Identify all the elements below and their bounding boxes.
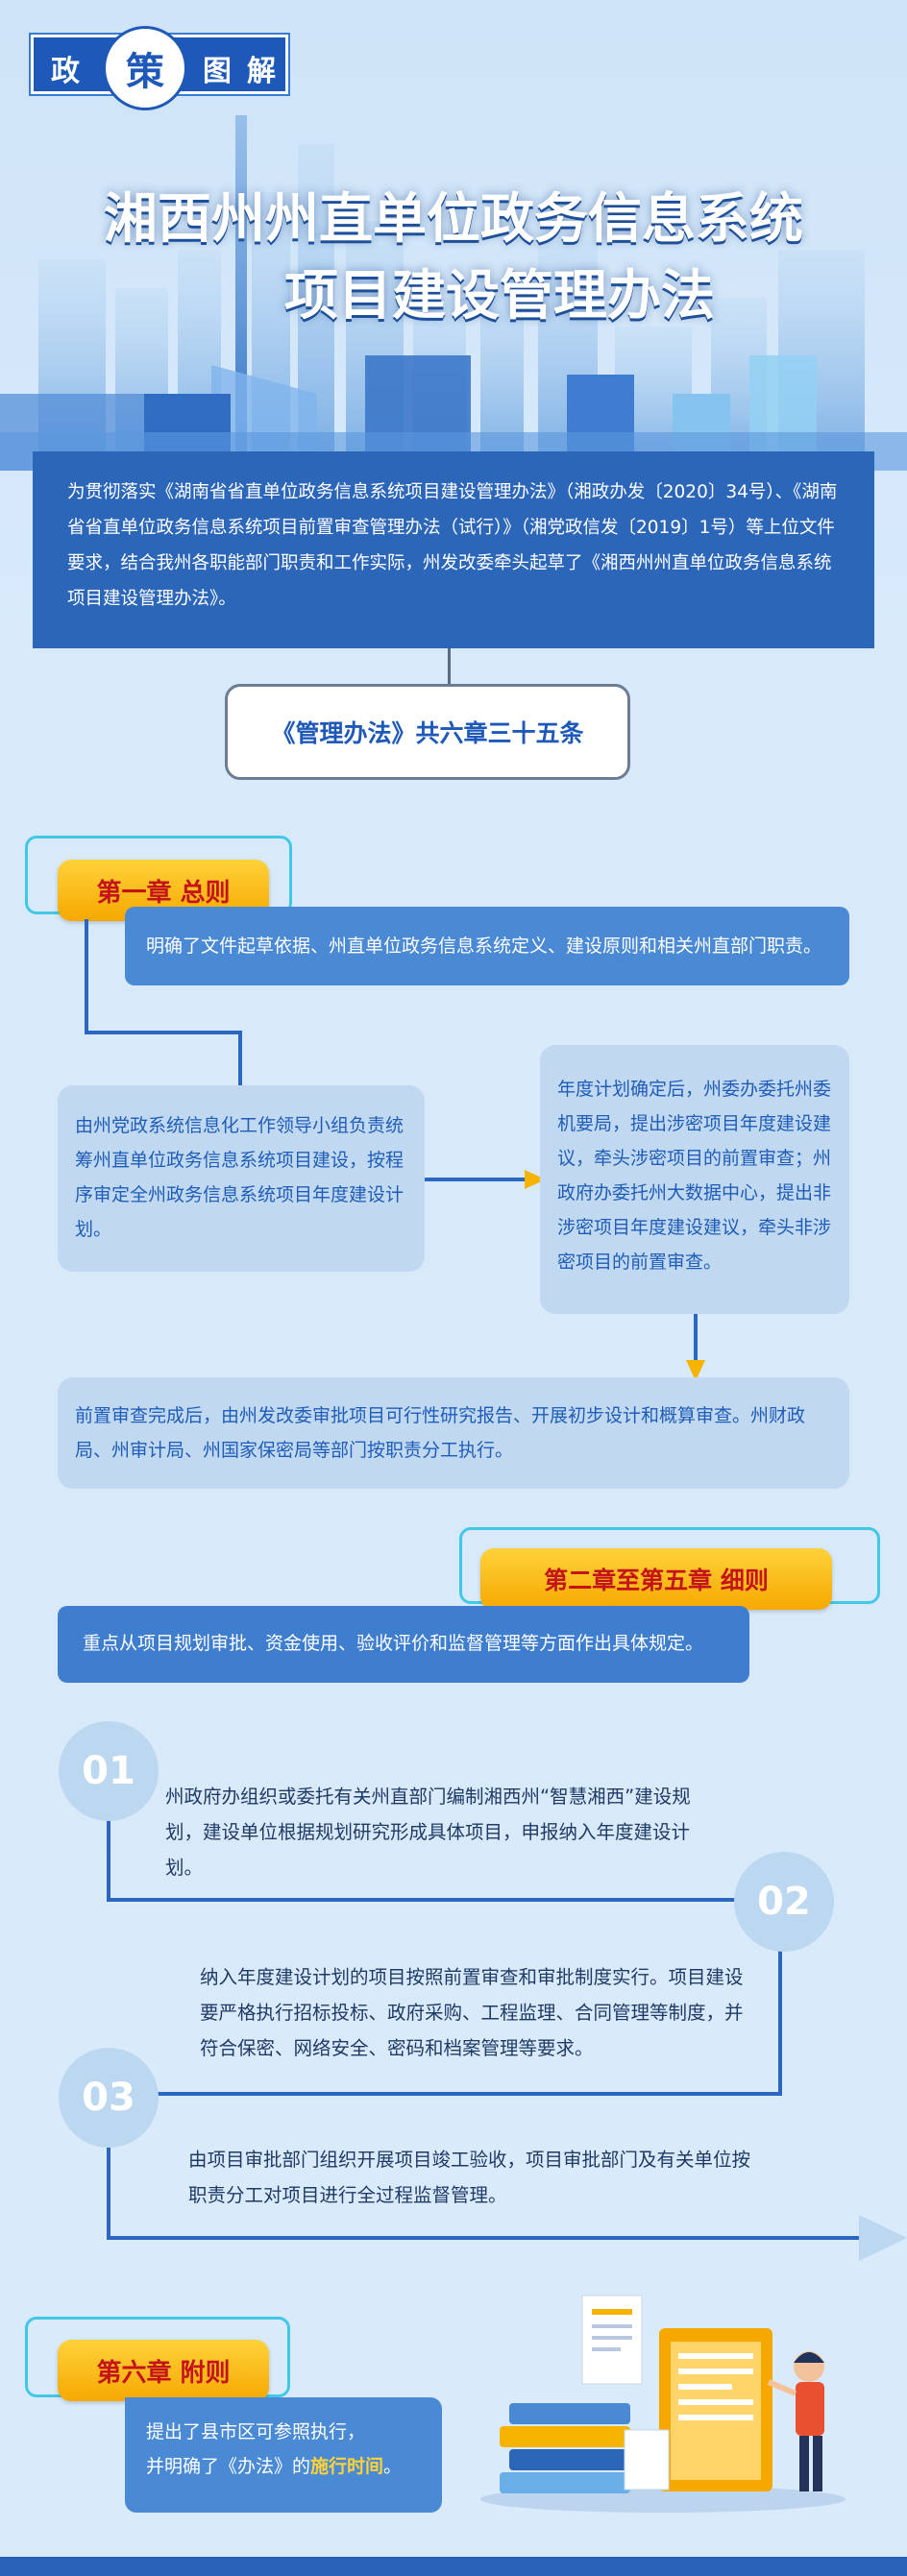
- footer-bar: [0, 2557, 907, 2576]
- step-01-circle: 01: [59, 1721, 159, 1821]
- chapter2-summary-bar: 重点从项目规划审批、资金使用、验收评价和监督管理等方面作出具体规定。: [58, 1606, 749, 1683]
- chapter1-connector-vertical: [85, 919, 88, 1034]
- policy-badge: 政 策 图 解: [31, 26, 288, 110]
- chapter6-line-2-post: 。: [383, 2456, 403, 2477]
- chapter2-label: 第二章至第五章 细则: [480, 1548, 832, 1610]
- chapter1-summary-bar: 明确了文件起草依据、州直单位政务信息系统定义、建设原则和相关州直部门职责。: [125, 907, 849, 985]
- process-path-lines: [107, 1771, 907, 2261]
- chapter1-connector-down: [238, 1031, 242, 1086]
- step-03-circle: 03: [59, 2048, 159, 2148]
- step-03-text: 由项目审批部门组织开展项目竣工验收，项目审批部门及有关单位按职责分工对项目进行全…: [188, 2149, 751, 2206]
- documents-person-illustration: [480, 2295, 846, 2513]
- chapter1-left-box: 由州党政系统信息化工作领导小组负责统筹州直单位政务信息系统项目建设，按程序审定全…: [58, 1085, 425, 1272]
- page-title-line-1: 湘西州州直单位政务信息系统: [104, 188, 803, 251]
- step-01-text: 州政府办组织或委托有关州直部门编制湘西州“智慧湘西”建设规划，建设单位根据规划研…: [165, 1786, 691, 1879]
- arrow-down-icon: [686, 1314, 705, 1381]
- badge-char-3: 图: [203, 55, 232, 88]
- summary-box: 《管理办法》共六章三十五条: [225, 684, 630, 780]
- chapter6-highlight: 施行时间: [310, 2456, 384, 2477]
- badge-char-4: 解: [247, 55, 276, 88]
- chapter6-line-2-pre: 并明确了《办法》的: [146, 2456, 311, 2477]
- badge-char-2: 策: [126, 50, 164, 94]
- chapter6-box: 提出了县市区可参照执行， 并明确了《办法》的施行时间。: [125, 2397, 442, 2513]
- intro-paragraph: 为贯彻落实《湖南省省直单位政务信息系统项目建设管理办法》（湘政办发〔2020〕3…: [33, 451, 874, 648]
- chapter6-line-2: 并明确了《办法》的施行时间。: [146, 2449, 442, 2484]
- badge-speech-bubble: 策: [103, 26, 187, 110]
- chapter1-connector-horizontal: [85, 1031, 242, 1034]
- chapter1-right-box: 年度计划确定后，州委办委托州委机要局，提出涉密项目年度建设建议，牵头涉密项目的前…: [540, 1045, 849, 1314]
- badge-char-1: 政: [51, 55, 80, 88]
- arrow-right-icon: [425, 1170, 546, 1189]
- page-title-line-2: 项目建设管理办法: [284, 265, 715, 328]
- chapter1-bottom-box: 前置审查完成后，由州发改委审批项目可行性研究报告、开展初步设计和概算审查。州财政…: [58, 1377, 849, 1489]
- step-02-text: 纳入年度建设计划的项目按照前置审查和审批制度实行。项目建设要严格执行招标投标、政…: [200, 1966, 744, 2059]
- step-02-circle: 02: [734, 1852, 834, 1952]
- connector-line: [448, 648, 451, 685]
- chapter6-line-1: 提出了县市区可参照执行，: [146, 2421, 366, 2442]
- chapter6-label: 第六章 附则: [58, 2340, 269, 2401]
